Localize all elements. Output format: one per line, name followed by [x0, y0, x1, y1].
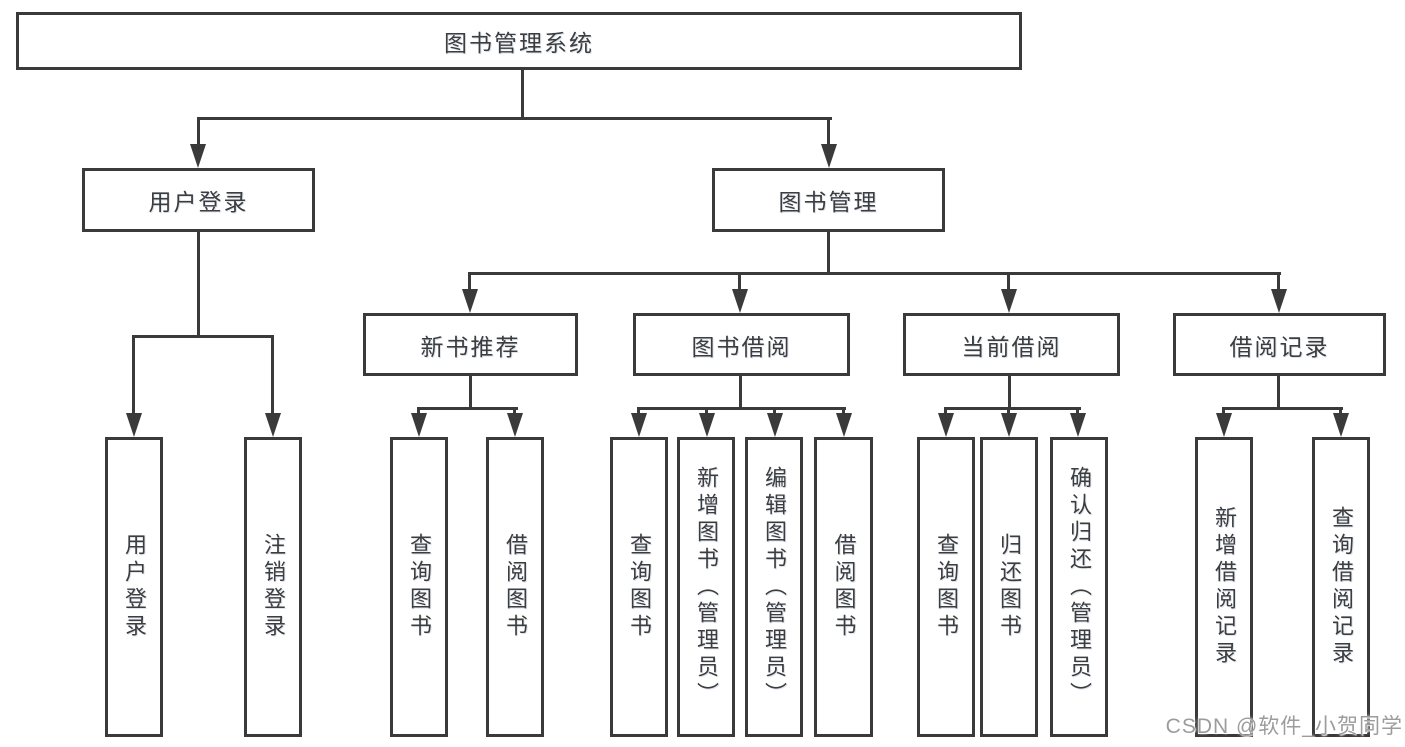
connector-records-stem	[1277, 376, 1280, 410]
node-borrow-records-label: 借阅记录	[1229, 333, 1330, 360]
connector-borrow-stem	[739, 376, 742, 410]
arrowhead-to-current-borrow	[1001, 289, 1017, 313]
leaf-query-book-borrow: 查询图书	[610, 437, 668, 737]
leaf-query-book-current: 查询图书	[917, 437, 975, 737]
connector-newbook-rail	[417, 407, 518, 410]
arrowhead-to-book-management	[821, 144, 837, 168]
leaf-borrow-book: 借阅图书	[814, 437, 873, 737]
leaf-user-login: 用户登录	[105, 437, 163, 737]
leaf-add-book-admin: 新增图书（管理员）	[677, 437, 735, 737]
connector-borrow-drop-2	[705, 407, 708, 417]
connector-records-rail	[1222, 407, 1343, 410]
leaf-confirm-return-admin-label: 确认归还（管理员）	[1067, 465, 1092, 709]
leaf-logout-label: 注销登录	[261, 533, 286, 641]
connector-mgmt-drop-3	[1007, 272, 1010, 292]
connector-mgmt-drop-4	[1277, 272, 1280, 292]
connector-root-drop-left	[197, 117, 200, 145]
leaf-edit-book-admin: 编辑图书（管理员）	[745, 437, 803, 737]
node-new-book-recommend-label: 新书推荐	[420, 333, 521, 360]
arrowhead-newbook-leaf-2	[507, 413, 523, 437]
leaf-borrow-book-recommend-label: 借阅图书	[503, 533, 528, 641]
arrowhead-current-leaf-1	[938, 413, 954, 437]
connector-borrow-drop-4	[842, 407, 845, 417]
node-new-book-recommend: 新书推荐	[363, 313, 578, 376]
connector-mgmt-rail	[468, 272, 1281, 275]
connector-borrow-rail	[637, 407, 846, 410]
node-book-borrow: 图书借阅	[633, 313, 850, 376]
root-node-library-system: 图书管理系统	[16, 12, 1022, 70]
arrowhead-to-leaf-logout	[265, 413, 281, 437]
arrowhead-current-leaf-2	[1001, 413, 1017, 437]
connector-records-drop-2	[1339, 407, 1342, 417]
arrowhead-to-borrow-records	[1271, 289, 1287, 313]
arrowhead-to-book-borrow	[732, 289, 748, 313]
arrowhead-borrow-leaf-1	[631, 413, 647, 437]
connector-root-rail	[197, 117, 832, 120]
arrowhead-borrow-leaf-2	[699, 413, 715, 437]
node-user-login: 用户登录	[82, 168, 315, 232]
connector-mgmt-stem	[827, 232, 830, 275]
leaf-confirm-return-admin: 确认归还（管理员）	[1050, 437, 1108, 737]
node-current-borrow-label: 当前借阅	[961, 333, 1062, 360]
connector-current-drop-1	[944, 407, 947, 417]
leaf-borrow-book-recommend: 借阅图书	[486, 437, 544, 737]
node-current-borrow: 当前借阅	[903, 313, 1120, 376]
arrowhead-borrow-leaf-4	[836, 413, 852, 437]
leaf-query-book-current-label: 查询图书	[934, 533, 959, 641]
leaf-query-book-borrow-label: 查询图书	[627, 533, 652, 641]
leaf-return-book: 归还图书	[980, 437, 1038, 737]
leaf-logout: 注销登录	[244, 437, 302, 737]
connector-mgmt-drop-1	[468, 272, 471, 292]
connector-borrow-drop-3	[773, 407, 776, 417]
connector-current-stem	[1008, 376, 1011, 410]
arrowhead-to-leaf-user-login	[126, 413, 142, 437]
node-borrow-records: 借阅记录	[1173, 313, 1386, 376]
node-book-management-label: 图书管理	[778, 189, 879, 215]
leaf-add-borrow-record-label: 新增借阅记录	[1212, 506, 1237, 668]
arrowhead-records-leaf-1	[1216, 413, 1232, 437]
connector-current-drop-3	[1076, 407, 1079, 417]
arrowhead-current-leaf-3	[1070, 413, 1086, 437]
leaf-borrow-book-label: 借阅图书	[831, 533, 857, 641]
connector-mgmt-drop-2	[738, 272, 741, 292]
connector-root-drop-right	[827, 117, 830, 145]
arrowhead-to-new-book	[462, 289, 478, 313]
leaf-query-borrow-record-label: 查询借阅记录	[1329, 506, 1354, 668]
arrowhead-records-leaf-2	[1333, 413, 1349, 437]
root-node-label: 图书管理系统	[444, 30, 594, 56]
connector-login-drop-2	[271, 335, 274, 415]
csdn-watermark: CSDN @软件_小贺同学	[1165, 715, 1403, 738]
arrowhead-to-user-login	[190, 144, 206, 168]
leaf-add-book-admin-label: 新增图书（管理员）	[694, 465, 719, 709]
connector-borrow-drop-1	[637, 407, 640, 417]
node-user-login-label: 用户登录	[148, 189, 249, 215]
leaf-query-book-recommend: 查询图书	[390, 437, 448, 737]
connector-root-stem	[521, 68, 524, 120]
arrowhead-newbook-leaf-1	[411, 413, 427, 437]
connector-current-drop-2	[1007, 407, 1010, 417]
leaf-edit-book-admin-label: 编辑图书（管理员）	[762, 465, 787, 709]
connector-current-rail	[944, 407, 1081, 410]
arrowhead-borrow-leaf-3	[767, 413, 783, 437]
connector-newbook-stem	[469, 376, 472, 410]
connector-newbook-drop-1	[417, 407, 420, 417]
connector-newbook-drop-2	[513, 407, 516, 417]
connector-login-stem	[197, 232, 200, 338]
node-book-borrow-label: 图书借阅	[691, 333, 792, 360]
connector-login-rail	[132, 335, 274, 338]
leaf-query-book-recommend-label: 查询图书	[407, 533, 432, 641]
node-book-management: 图书管理	[712, 168, 945, 232]
leaf-add-borrow-record: 新增借阅记录	[1195, 437, 1253, 737]
leaf-user-login-label: 用户登录	[122, 533, 147, 641]
leaf-return-book-label: 归还图书	[997, 533, 1022, 641]
leaf-query-borrow-record: 查询借阅记录	[1312, 437, 1370, 737]
connector-records-drop-1	[1222, 407, 1225, 417]
connector-login-drop-1	[132, 335, 135, 415]
